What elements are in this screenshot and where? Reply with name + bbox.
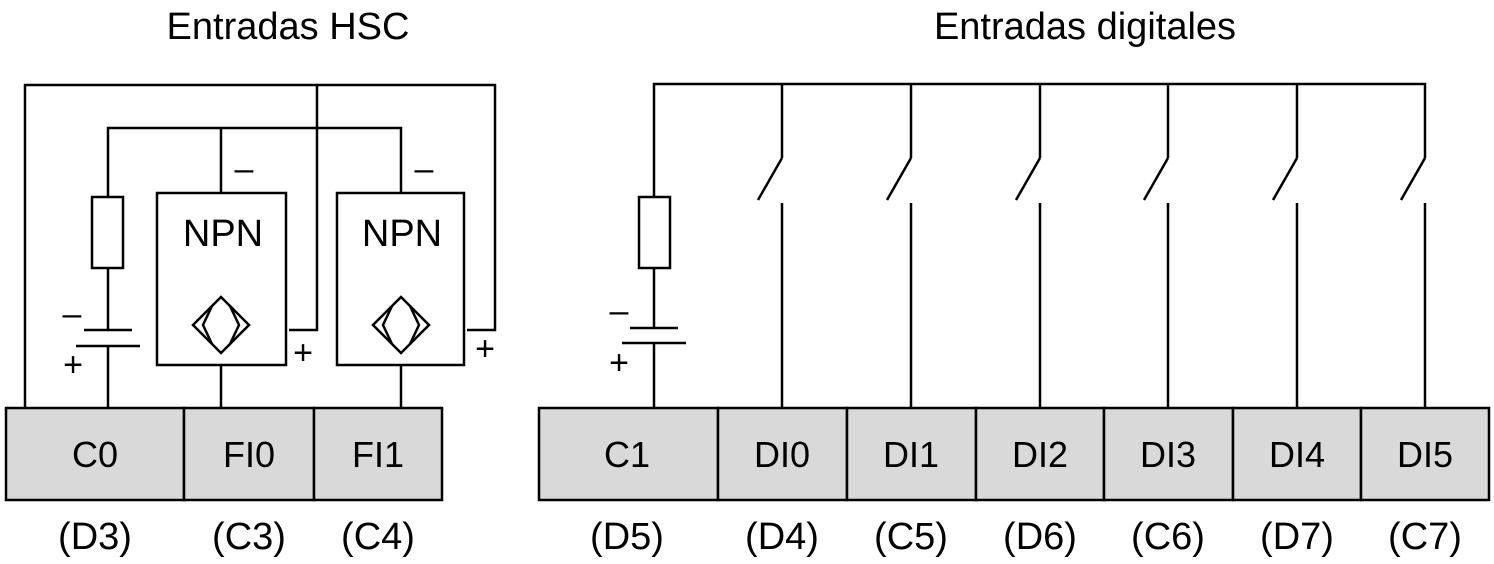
- terminal-code: (D4): [745, 516, 819, 558]
- terminal-di1: [845, 406, 978, 502]
- fuse-digital: [637, 195, 672, 270]
- hsc-wiring: – + NPN – + NPN – +: [23, 83, 497, 408]
- terminal-code: (D6): [1003, 516, 1077, 558]
- terminal-fi1: [312, 406, 444, 502]
- terminal-code: (C3): [212, 516, 286, 558]
- terminal-c0: [4, 406, 186, 502]
- terminal-fi0: [182, 406, 316, 502]
- terminal-code: (C5): [874, 516, 948, 558]
- switch-di0: [756, 84, 784, 408]
- sensor-2-plus: +: [475, 330, 495, 368]
- terminal-code: (C4): [341, 516, 415, 558]
- terminal-label: DI5: [1397, 434, 1453, 475]
- hsc-title: Entradas HSC: [167, 6, 410, 48]
- terminal-code: (D3): [58, 516, 132, 558]
- battery-minus-sign: –: [63, 295, 82, 333]
- digital-wiring: – +: [609, 82, 1427, 408]
- bus-to-di5: [1297, 82, 1427, 158]
- terminal-label: C1: [604, 434, 650, 475]
- terminal-di5: [1359, 406, 1491, 502]
- sensor-1-right-arc: [228, 305, 241, 345]
- fuse-hsc: [90, 195, 125, 270]
- negative-bus: [106, 126, 403, 197]
- terminal-code: (C7): [1388, 516, 1462, 558]
- switch-di5: [1399, 157, 1427, 408]
- hsc-terminal-block: C0 FI0 FI1 (D3) (C3) (C4): [4, 406, 444, 558]
- terminal-label: DI3: [1140, 434, 1196, 475]
- switch-di1: [885, 84, 913, 408]
- sensor-2-right-arc: [408, 305, 421, 345]
- proximity-sensor-icon: [371, 295, 431, 355]
- battery-plus-sign: +: [609, 344, 629, 382]
- sensor-2-type: NPN: [362, 213, 442, 255]
- terminal-label: FI0: [223, 434, 275, 475]
- terminal-code: (C6): [1131, 516, 1205, 558]
- digital-terminal-block: C1 DI0 DI1 DI2 DI3 DI4 DI5 (D5) (D4) (C5…: [537, 406, 1491, 558]
- digital-title: Entradas digitales: [934, 6, 1236, 48]
- sensor-1-minus: –: [235, 150, 254, 188]
- outer-wire: [23, 83, 497, 408]
- terminal-code: (D5): [590, 516, 664, 558]
- sensor-1-left-arc: [201, 305, 214, 345]
- terminal-label: C0: [72, 434, 118, 475]
- sensor-2-left-arc: [381, 305, 394, 345]
- terminal-label: FI1: [352, 434, 404, 475]
- terminal-code: (D7): [1260, 516, 1334, 558]
- terminal-label: DI1: [883, 434, 939, 475]
- battery-minus-sign: –: [610, 292, 629, 330]
- sensor-2-minus: –: [415, 150, 434, 188]
- switch-di4: [1271, 84, 1299, 408]
- common-bus: [652, 82, 1297, 197]
- terminal-label: DI4: [1269, 434, 1325, 475]
- proximity-sensor-icon: [191, 295, 251, 355]
- switch-di3: [1142, 84, 1170, 408]
- sensor1-plus-wire: [289, 85, 319, 332]
- terminal-di3: [1102, 406, 1235, 502]
- battery-plus-sign: +: [63, 346, 83, 384]
- terminal-label: DI0: [754, 434, 810, 475]
- terminal-label: DI2: [1012, 434, 1068, 475]
- sensor-1-type: NPN: [183, 213, 263, 255]
- terminal-di2: [974, 406, 1106, 502]
- sensor-1-plus: +: [293, 334, 313, 372]
- terminal-di0: [716, 406, 849, 502]
- switch-di2: [1014, 84, 1042, 408]
